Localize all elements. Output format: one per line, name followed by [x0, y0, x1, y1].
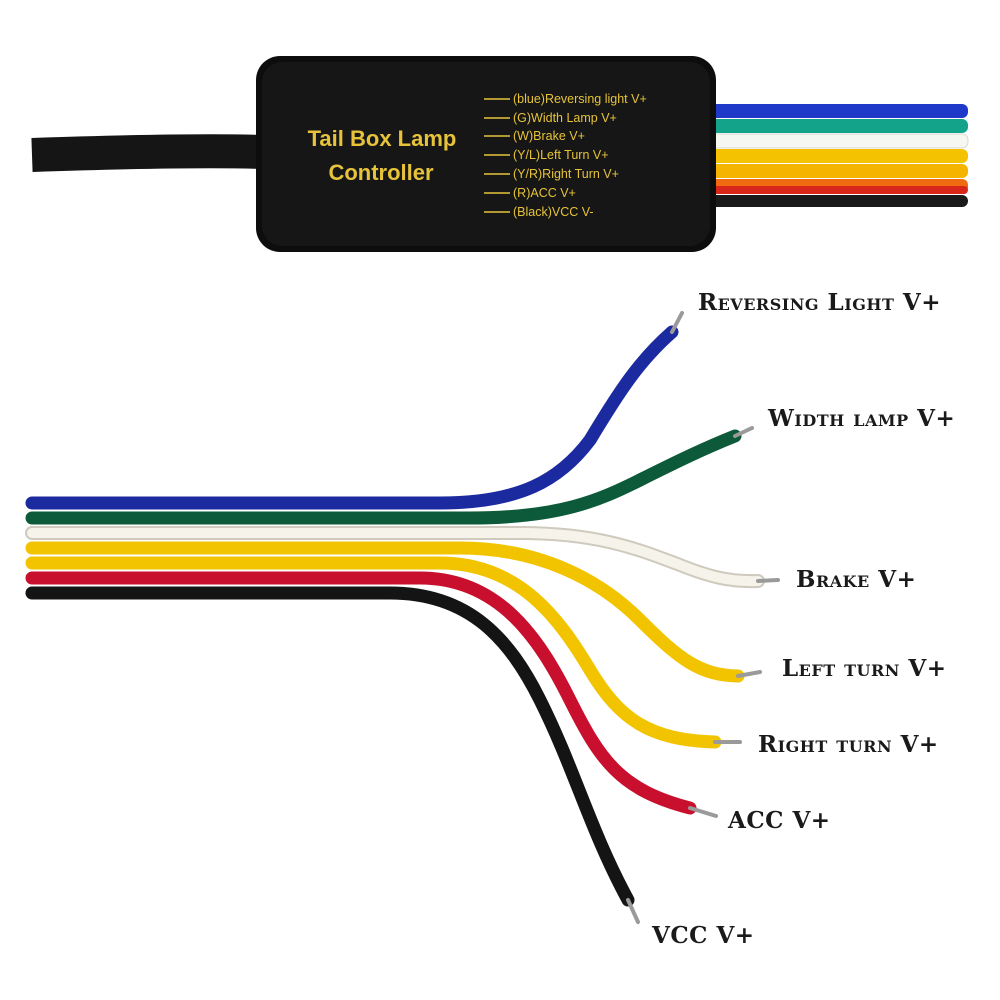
input-cable	[31, 134, 263, 172]
legend-line-acc: (R)ACC V+	[513, 186, 576, 200]
label-right-turn: Right turn V+	[758, 731, 939, 758]
legend-line-right-turn: (Y/R)Right Turn V+	[513, 167, 619, 181]
label-width: Width lamp V+	[767, 405, 955, 432]
controller-title-line1: Tail Box Lamp	[308, 126, 457, 151]
fanned-wires	[25, 311, 780, 924]
controller-title-line2: Controller	[328, 160, 434, 185]
legend-line-brake: (W)Brake V+	[513, 129, 585, 143]
wire-reversing	[25, 325, 679, 510]
controller-output-wires	[699, 104, 969, 207]
wire-right-turn	[25, 556, 722, 749]
label-acc: ACC V+	[727, 807, 831, 834]
controller-box: Tail Box Lamp Controller (blue)Reversing…	[256, 56, 716, 252]
label-left-turn: Left turn V+	[782, 655, 947, 682]
legend-line-width: (G)Width Lamp V+	[513, 111, 617, 125]
label-brake: Brake V+	[796, 566, 916, 593]
label-reversing: Reversing Light V+	[698, 289, 941, 316]
wire-left-turn	[25, 541, 745, 683]
wire-labels: Reversing Light V+ Width lamp V+ Brake V…	[651, 289, 955, 949]
wire-tips	[626, 311, 780, 924]
legend-line-reversing: (blue)Reversing light V+	[513, 92, 647, 106]
controller-legend: (blue)Reversing light V+ (G)Width Lamp V…	[484, 92, 647, 219]
label-vcc: VCC V+	[651, 922, 755, 949]
wire-acc	[25, 571, 697, 815]
wire-vcc	[25, 586, 635, 907]
wire-width	[25, 429, 742, 525]
legend-line-vcc: (Black)VCC V-	[513, 205, 594, 219]
legend-line-left-turn: (Y/L)Left Turn V+	[513, 148, 609, 162]
